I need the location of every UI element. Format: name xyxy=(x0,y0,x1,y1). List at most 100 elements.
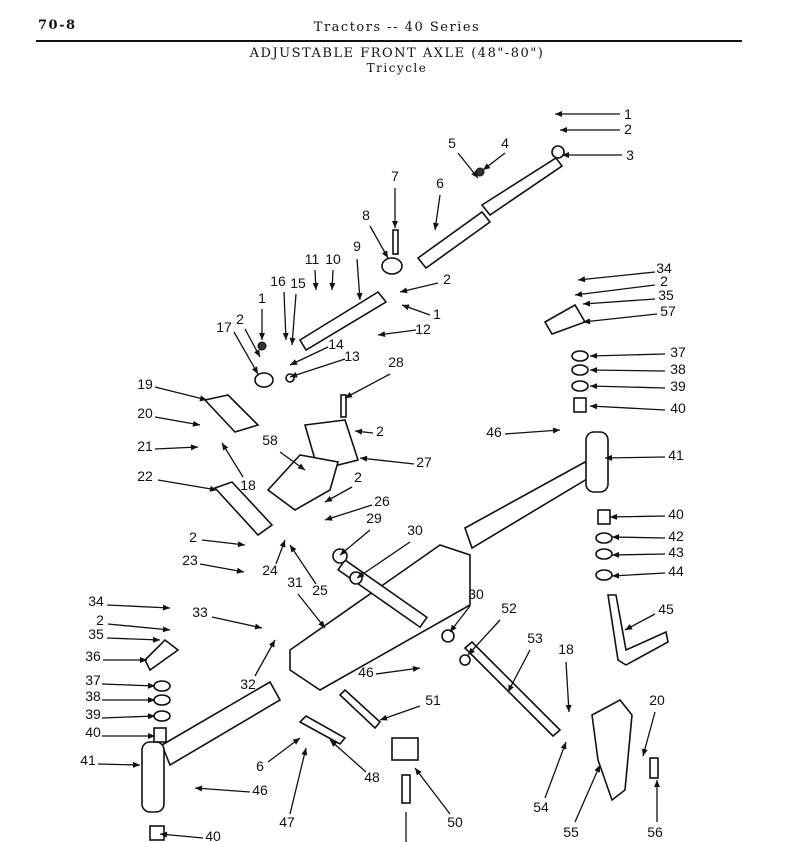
pivot-plate-22 xyxy=(213,481,274,537)
steering-arm-top xyxy=(480,156,564,217)
callout-number: 4 xyxy=(501,135,509,151)
arrowhead-icon xyxy=(590,367,598,374)
callout-39: 39 xyxy=(85,706,156,722)
leader-line xyxy=(589,369,666,372)
callout-number: 50 xyxy=(447,814,463,830)
leader-line xyxy=(289,747,307,815)
callout-number: 5 xyxy=(448,135,456,151)
callout-number: 6 xyxy=(256,758,264,774)
leader-line xyxy=(582,298,656,305)
callout-1: 1 xyxy=(401,304,441,322)
callout-number: 58 xyxy=(262,432,278,448)
callout-1: 1 xyxy=(258,290,266,340)
callout-number: 13 xyxy=(344,348,360,364)
callout-35: 35 xyxy=(582,287,674,307)
bolt-56 xyxy=(649,757,659,779)
arrowhead-icon xyxy=(392,221,398,228)
arrowhead-icon xyxy=(297,463,305,470)
callout-46: 46 xyxy=(486,424,561,440)
callout-41: 41 xyxy=(604,447,684,463)
leader-line xyxy=(159,833,204,839)
leader-line xyxy=(194,787,251,793)
leader-line xyxy=(414,767,451,815)
arrowhead-icon xyxy=(590,383,598,390)
callout-number: 56 xyxy=(647,824,663,840)
callout-2: 2 xyxy=(236,311,261,358)
callout-34: 34 xyxy=(577,260,672,283)
callout-number: 27 xyxy=(416,454,432,470)
leader-line xyxy=(467,619,501,656)
steering-arm-57 xyxy=(543,303,587,335)
callout-number: 34 xyxy=(656,260,672,276)
callout-53: 53 xyxy=(507,630,543,693)
parts-drawing xyxy=(141,145,669,842)
axle-extension-right xyxy=(464,460,594,550)
leader-line xyxy=(154,416,201,426)
bracket-55 xyxy=(591,698,633,802)
leader-line xyxy=(344,373,391,399)
callout-number: 46 xyxy=(252,782,268,798)
arrowhead-icon xyxy=(605,454,613,461)
callout-number: 34 xyxy=(88,593,104,609)
callout-number: 33 xyxy=(192,604,208,620)
arrowhead-icon xyxy=(583,318,591,325)
callout-number: 18 xyxy=(240,477,256,493)
leader-line xyxy=(154,386,208,401)
arrowhead-icon xyxy=(450,624,457,632)
leader-line xyxy=(289,358,346,378)
leader-line xyxy=(201,539,246,546)
callout-number: 38 xyxy=(670,361,686,377)
callout-number: 28 xyxy=(388,354,404,370)
callout-12: 12 xyxy=(377,321,431,338)
arrowhead-icon xyxy=(329,282,336,290)
callout-41: 41 xyxy=(80,752,141,768)
leader-line xyxy=(291,293,297,346)
washer-stack-left xyxy=(149,680,171,841)
callout-39: 39 xyxy=(589,378,686,394)
arrowhead-icon xyxy=(400,287,408,294)
arrowhead-icon xyxy=(199,395,207,402)
callout-number: 37 xyxy=(85,672,101,688)
callout-number: 16 xyxy=(270,273,286,289)
callout-2: 2 xyxy=(96,612,171,633)
leader-line xyxy=(233,331,259,375)
arrowhead-icon xyxy=(402,304,410,311)
leader-line xyxy=(574,764,601,823)
callout-24: 24 xyxy=(262,539,286,578)
callout-2: 2 xyxy=(324,469,362,503)
clamp xyxy=(381,257,403,275)
callout-number: 25 xyxy=(312,582,328,598)
arrowhead-icon xyxy=(147,713,155,720)
leader-line xyxy=(565,661,570,713)
nut xyxy=(257,341,267,351)
leader-line xyxy=(642,711,656,757)
callout-number: 18 xyxy=(558,641,574,657)
callout-number: 14 xyxy=(328,336,344,352)
link-48 xyxy=(298,715,347,746)
arrowhead-icon xyxy=(192,420,200,427)
leader-line xyxy=(379,705,421,721)
arrowhead-icon xyxy=(190,444,198,451)
callout-number: 37 xyxy=(670,344,686,360)
callout-6: 6 xyxy=(433,175,444,231)
callout-20: 20 xyxy=(137,405,201,427)
callout-number: 10 xyxy=(325,251,341,267)
callout-47: 47 xyxy=(279,747,308,830)
callout-number: 20 xyxy=(649,692,665,708)
callout-55: 55 xyxy=(563,764,601,840)
arrowhead-icon xyxy=(160,831,168,838)
callout-number: 2 xyxy=(354,469,362,485)
diagram-title: ADJUSTABLE FRONT AXLE (48"-80") xyxy=(249,46,545,61)
callout-number: 55 xyxy=(563,824,579,840)
ball-joint xyxy=(551,145,565,159)
clamp-plate-19 xyxy=(203,394,260,433)
callout-22: 22 xyxy=(137,468,218,492)
callout-2: 2 xyxy=(399,271,451,294)
arrowhead-icon xyxy=(301,748,308,756)
leader-line xyxy=(359,457,415,465)
callout-42: 42 xyxy=(611,528,684,544)
arrowhead-icon xyxy=(147,682,155,689)
axle-center-31 xyxy=(289,544,471,691)
